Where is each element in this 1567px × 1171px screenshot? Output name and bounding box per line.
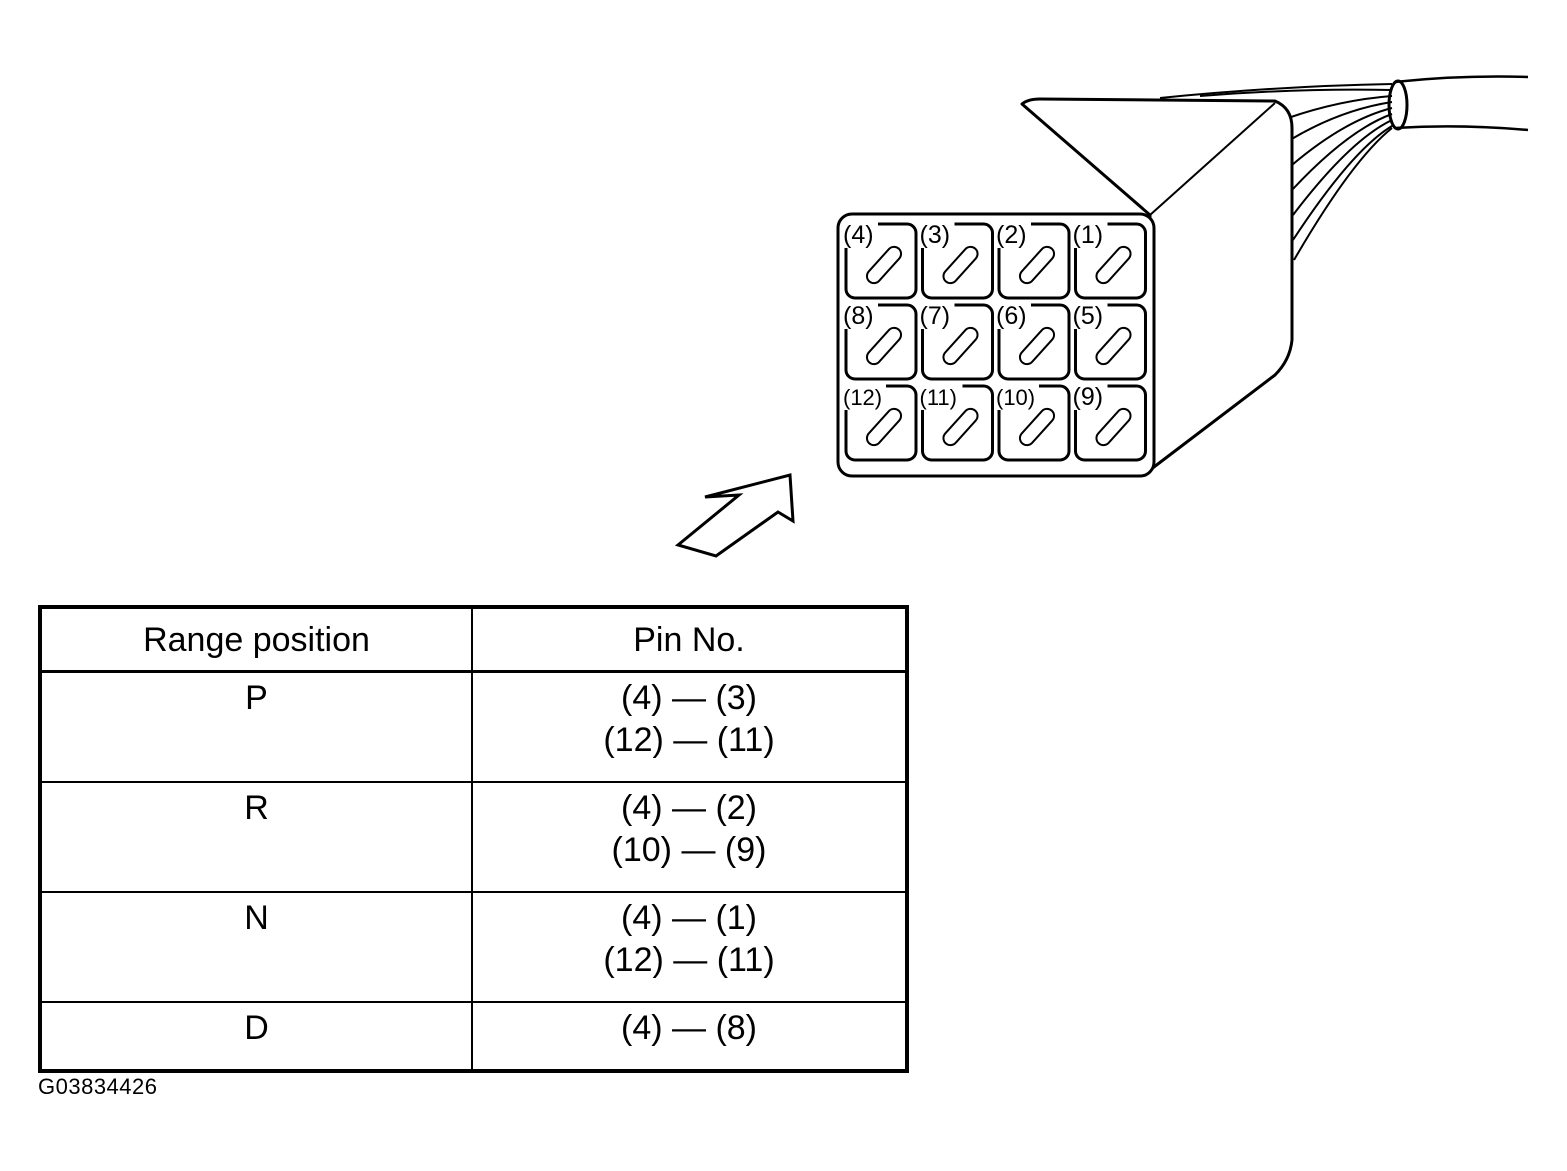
pin-cavity: (10) [995,383,1071,462]
pin-cavity: (12) [842,383,918,462]
pin-label-backing [918,383,963,410]
pins-cell: (4) — (2) (10) — (9) [471,781,908,893]
pin-terminal-slot [865,326,903,366]
pin-cavity: (4) [842,221,918,300]
pin-terminal-slot [1018,326,1056,366]
range-cell: P [39,670,473,783]
pin-terminal-slot [1095,407,1132,447]
pin-continuity-table: Range position Pin No. P (4) — (3) (12) … [38,605,909,1073]
pin-terminal-slot [942,326,979,366]
pin-number-label: (6) [996,302,1027,330]
pin-number-label: (9) [1073,383,1104,411]
pin-terminal-slot [865,407,903,447]
table-row: N (4) — (1) (12) — (11) [39,891,908,1003]
pins-cell: (4) — (1) (12) — (11) [471,891,908,1003]
pin-pair: (4) — (2) [621,789,757,827]
pin-label-backing [918,302,955,329]
pin-terminal-slot [1095,245,1132,285]
pins-cell: (4) — (3) (12) — (11) [471,670,908,783]
pin-cavity: (3) [918,221,994,300]
pin-terminal-slot [1018,245,1056,285]
pin-pair: (12) — (11) [603,941,775,979]
wire-harness [1159,75,1529,261]
pin-label-backing [1071,302,1108,329]
header-pin-no: Pin No. [471,606,908,673]
pin-cavity: (6) [995,302,1071,381]
header-range-position: Range position [39,606,473,673]
pin-label-backing [995,221,1031,248]
pin-grid: (4) (3) (2) (1) (8) (7) (6) (5) (12) (11) (10) (9) [842,221,1147,462]
pins-cell: (4) — (8) [471,1001,908,1072]
table-row: R (4) — (2) (10) — (9) [39,781,908,893]
pin-terminal-slot [1018,407,1056,447]
pin-label-backing [1071,383,1108,410]
pin-cavity: (1) [1071,221,1147,300]
pin-label-backing [995,302,1031,329]
pin-label-backing [842,302,878,329]
pin-number-label: (2) [996,221,1027,249]
pin-label-backing [918,221,955,248]
figure-id: G03834426 [38,1074,158,1099]
pin-number-label: (10) [996,385,1035,410]
range-cell: D [39,1001,473,1072]
pin-terminal-slot [1095,326,1132,366]
pin-label-backing [1071,221,1108,248]
pin-number-label: (4) [843,221,874,249]
pin-pair: (12) — (11) [603,721,775,759]
range-cell: R [39,781,473,893]
pin-cavity: (7) [918,302,994,381]
pin-label-backing [842,221,878,248]
pin-number-label: (3) [920,221,951,249]
table-row: P (4) — (3) (12) — (11) [39,670,908,783]
pin-terminal-slot [865,245,903,285]
pin-terminal-slot [942,407,979,447]
pin-number-label: (8) [843,302,874,330]
pin-number-label: (5) [1073,302,1104,330]
pin-label-backing [842,383,886,410]
pin-cavity: (8) [842,302,918,381]
pin-cavity: (9) [1071,383,1147,462]
table-row: D (4) — (8) [39,1001,908,1072]
pin-number-label: (7) [920,302,951,330]
pin-cavity: (5) [1071,302,1147,381]
view-direction-arrow [674,473,795,558]
range-cell: N [39,891,473,1003]
pin-number-label: (11) [920,385,958,410]
pin-cavity: (11) [918,383,994,462]
pin-number-label: (1) [1073,221,1104,249]
pin-cavity: (2) [995,221,1071,300]
pin-terminal-slot [942,245,979,285]
pin-label-backing [995,383,1039,410]
pin-pair: (4) — (1) [621,899,757,937]
pin-pair: (4) — (3) [621,679,757,717]
pin-pair: (10) — (9) [611,831,767,869]
pin-pair: (4) — (8) [621,1009,757,1047]
pin-number-label: (12) [843,385,882,410]
